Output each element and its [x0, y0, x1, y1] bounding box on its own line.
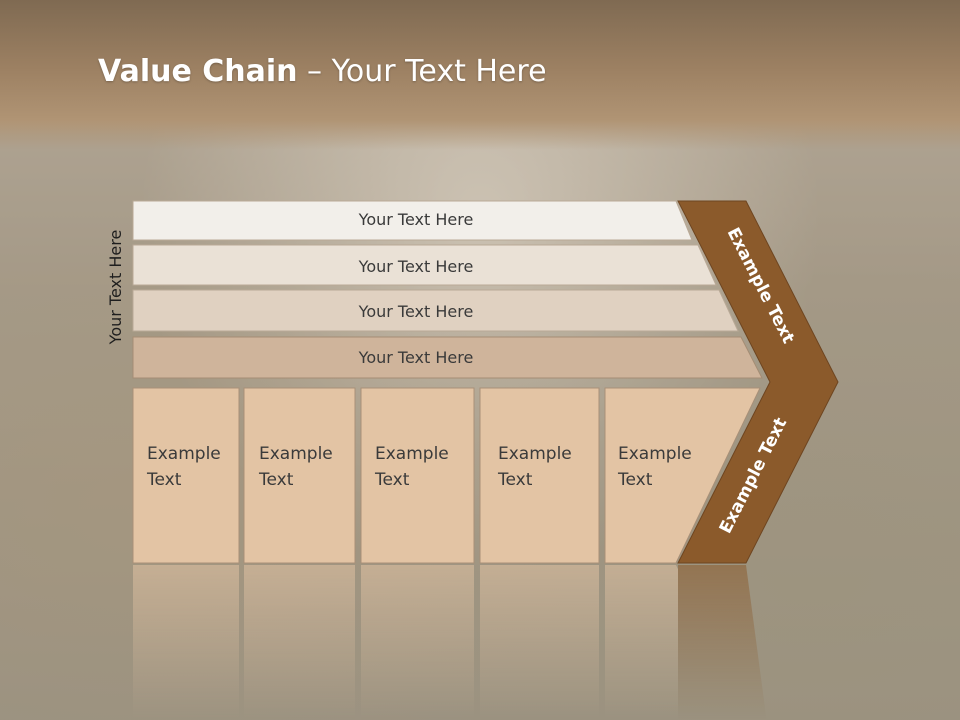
activity-box-2	[243, 387, 356, 564]
row-bar-1	[132, 200, 693, 241]
row-label-1: Your Text Here	[358, 210, 474, 229]
title-bold: Value Chain	[98, 54, 298, 89]
row-bars: Your Text Here Your Text Here Your Text …	[132, 200, 763, 379]
side-label: Your Text Here	[106, 230, 125, 346]
box-1-line1: Example	[147, 444, 221, 464]
box-3-line1: Example	[375, 444, 449, 464]
box-2-line1: Example	[259, 444, 333, 464]
box-5-line1: Example	[618, 444, 692, 464]
box-1-line2: Text	[146, 470, 182, 490]
box-2-line2: Text	[258, 470, 294, 490]
box-4-line1: Example	[498, 444, 572, 464]
title-rest: – Your Text Here	[297, 54, 547, 89]
reflection-box-4	[480, 565, 599, 720]
reflection-box-3	[361, 565, 474, 720]
row-bar-4	[132, 336, 763, 379]
diagram-reflection	[133, 565, 767, 720]
activity-boxes: Example Text Example Text Example Text E…	[132, 387, 761, 564]
row-bar-2	[132, 244, 717, 286]
activity-box-5	[604, 387, 761, 564]
box-4-line2: Text	[497, 470, 533, 490]
row-label-4: Your Text Here	[358, 348, 474, 367]
chevron-shape	[677, 200, 839, 564]
title-bar	[0, 0, 960, 150]
box-5-line2: Text	[617, 470, 653, 490]
reflection-box-2	[244, 565, 355, 720]
row-label-3: Your Text Here	[358, 302, 474, 321]
row-label-2: Your Text Here	[358, 257, 474, 276]
row-bar-3	[132, 289, 739, 332]
reflection-chevron	[678, 565, 767, 720]
box-3-line2: Text	[374, 470, 410, 490]
activity-box-3	[360, 387, 475, 564]
activity-box-4	[479, 387, 600, 564]
slide-title: Value Chain – Your Text Here	[98, 54, 547, 89]
reflection-box-1	[133, 565, 239, 720]
activity-box-1	[132, 387, 240, 564]
